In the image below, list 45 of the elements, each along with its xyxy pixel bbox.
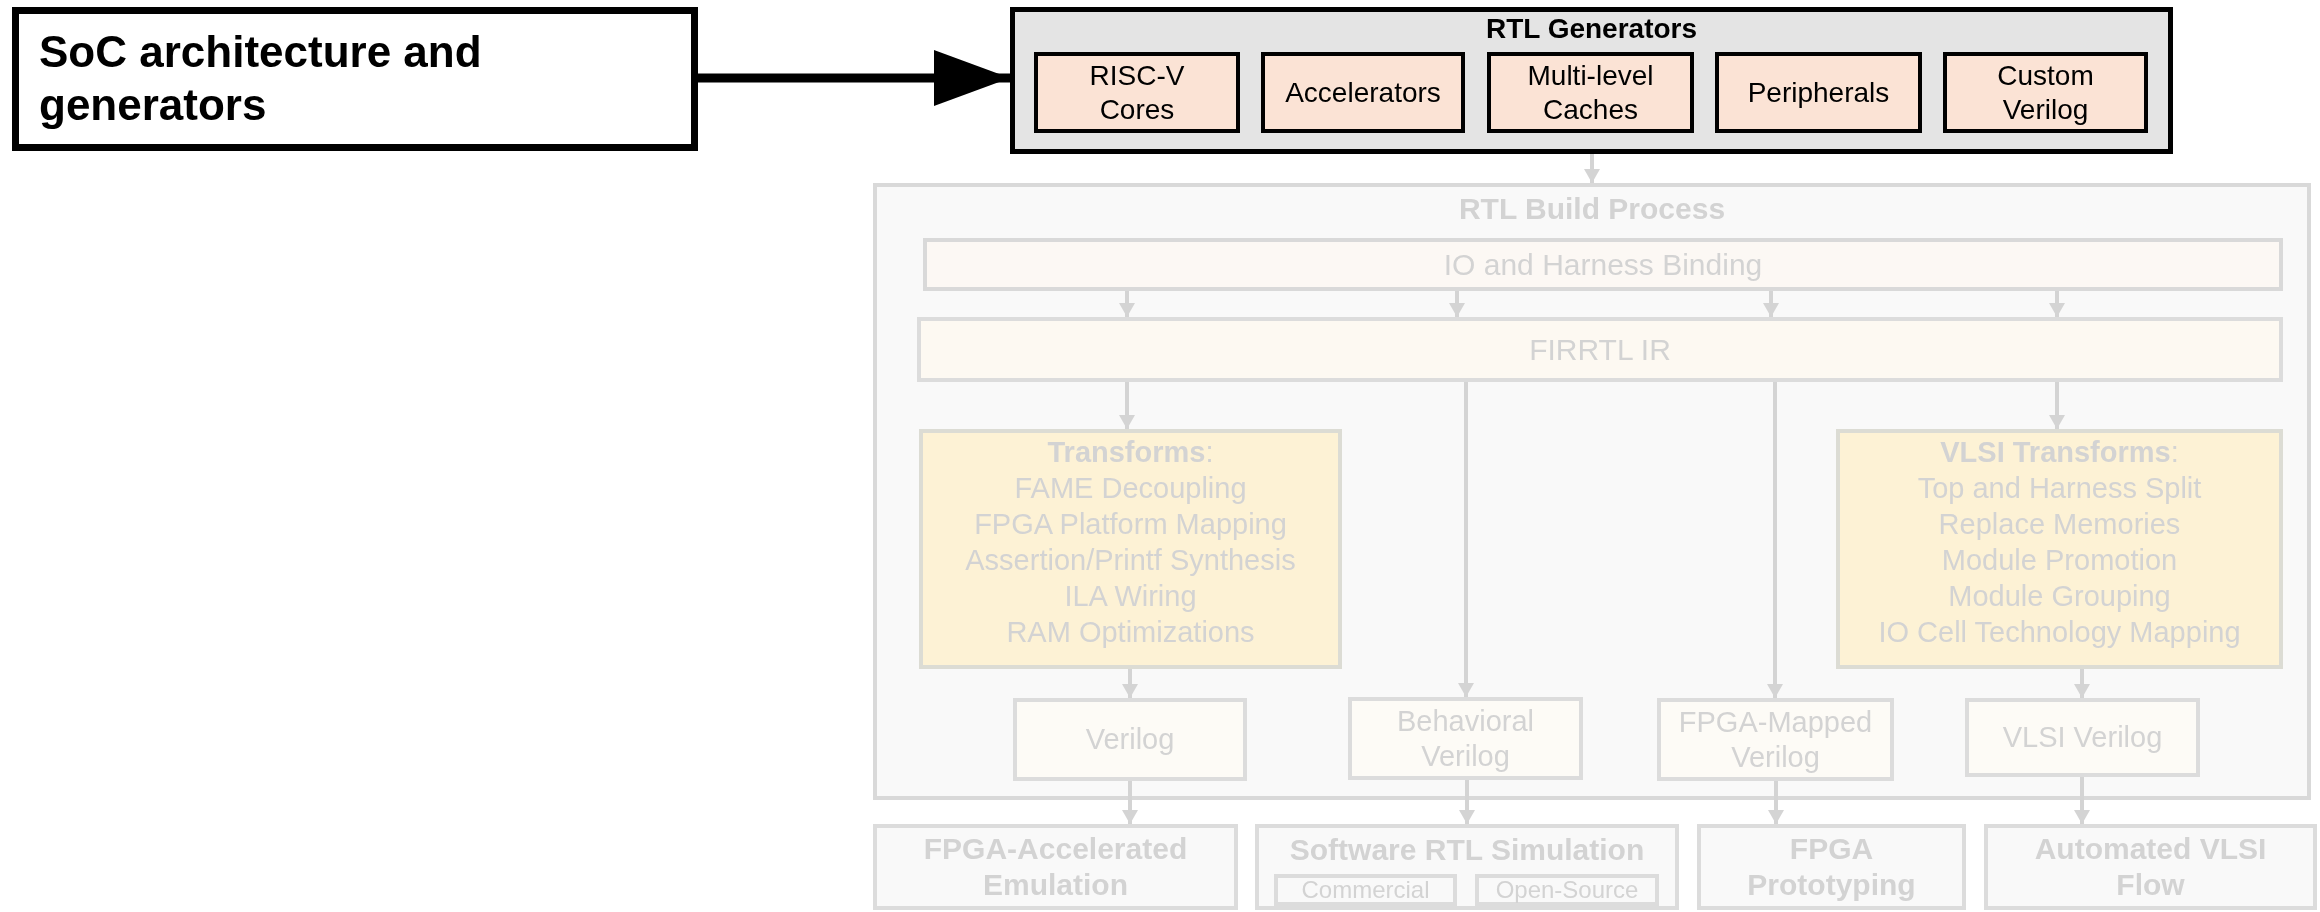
text-box: [12, 7, 698, 151]
arrow: [1768, 781, 1784, 824]
arrow: [1584, 154, 1600, 183]
box-label: Multi-level Caches: [1526, 58, 1655, 127]
box-label: RISC-V Cores: [1088, 58, 1186, 127]
box-label: SoC architecture and generators: [39, 26, 483, 131]
arrow: [2049, 291, 2065, 317]
process-box: [1261, 52, 1465, 133]
arrow: [1122, 781, 1138, 824]
box-label: Peripherals: [1747, 75, 1890, 110]
process-box: [1034, 52, 1240, 133]
box-label: Accelerators: [1285, 75, 1441, 110]
process-box: [1836, 429, 2283, 669]
target-box: [1697, 824, 1966, 910]
process-box: [1715, 52, 1922, 133]
option-box: [1274, 874, 1457, 906]
arrow: [1767, 382, 1783, 698]
output-box: [1013, 698, 1247, 781]
panel-title: RTL Generators: [1485, 12, 1698, 46]
process-box: [919, 429, 1342, 669]
arrow: [1449, 291, 1465, 317]
output-box: [1348, 697, 1583, 780]
arrow: [1122, 669, 1138, 698]
option-box: [1475, 874, 1659, 906]
output-box: [1965, 698, 2200, 777]
arrow: [1119, 382, 1135, 429]
arrow: [2074, 669, 2090, 698]
process-box: [1487, 52, 1694, 133]
arrow: [1458, 382, 1474, 697]
process-box: [917, 317, 2283, 382]
arrow: [698, 50, 1010, 106]
arrow: [2049, 382, 2065, 429]
target-box: [873, 824, 1238, 910]
group-panel: [873, 183, 2311, 800]
group-panel: [1010, 7, 2173, 154]
arrow: [2074, 777, 2090, 824]
arrow: [1459, 780, 1475, 824]
target-box: [1984, 824, 2317, 910]
box-label: Custom Verilog: [1996, 58, 2095, 127]
output-box: [1657, 698, 1894, 781]
arrow: [1763, 291, 1779, 317]
target-box: [1255, 824, 1679, 910]
arrow: [1119, 291, 1135, 317]
process-box: [923, 238, 2283, 291]
process-box: [1943, 52, 2148, 133]
